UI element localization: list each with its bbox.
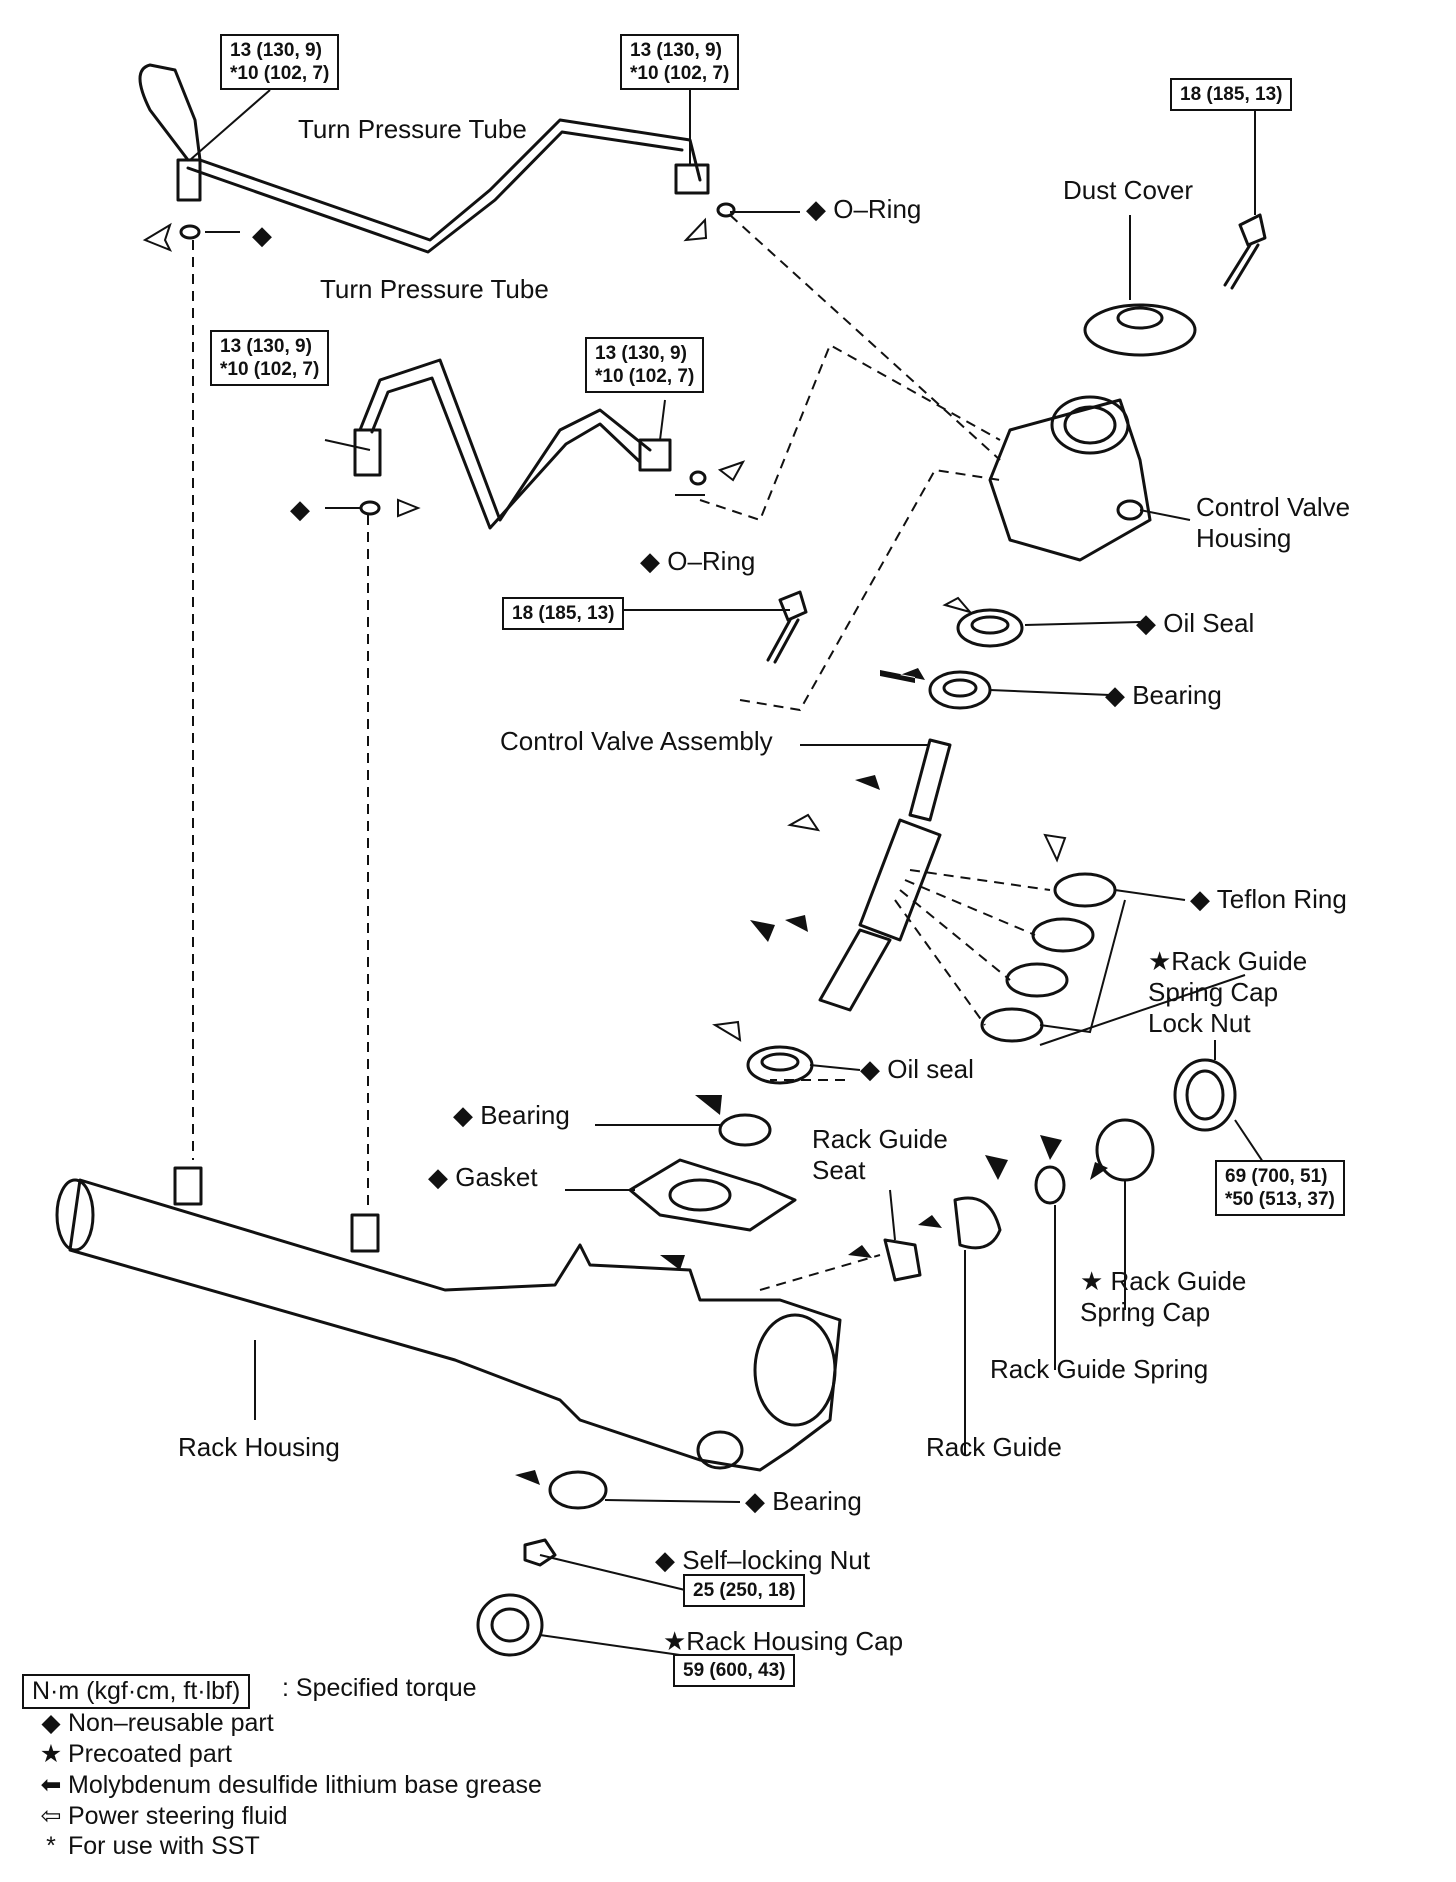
asterisk-icon: * xyxy=(46,1832,56,1860)
fluid-arrow-8 xyxy=(712,1020,742,1042)
torque-lock-nut: 69 (700, 51) *50 (513, 37) xyxy=(1215,1160,1345,1216)
legend-precoated: ★Precoated part xyxy=(34,1739,232,1769)
gasket-drawing xyxy=(628,1158,797,1232)
solid-arrow-icon: ⬅ xyxy=(40,1771,62,1799)
bolt-top-drawing xyxy=(1223,213,1267,290)
grease-arrow-7 xyxy=(918,1215,942,1228)
teflon-ring-3 xyxy=(1005,962,1069,998)
label-bearing-upper: ◆ Bearing xyxy=(1105,680,1222,710)
legend-fluid: ⇦Power steering fluid xyxy=(34,1801,288,1831)
grease-arrow-4 xyxy=(750,920,775,942)
legend-sst: *For use with SST xyxy=(34,1832,260,1861)
grease-arrow-2 xyxy=(855,775,880,790)
rack-guide-drawing xyxy=(953,1196,1002,1250)
grease-arrow-6 xyxy=(848,1245,872,1258)
bolt-mid-drawing xyxy=(766,590,808,664)
label-rack-housing-cap: ★Rack Housing Cap xyxy=(663,1626,904,1656)
label-self-locking-nut: ◆ Self–locking Nut xyxy=(655,1545,871,1575)
grease-arrow-5 xyxy=(695,1095,722,1115)
self-locking-nut-drawing xyxy=(523,1538,557,1567)
label-bearing-lower: ◆ Bearing xyxy=(745,1486,862,1516)
label-o-ring-lower: ◆ O–Ring xyxy=(640,546,756,576)
legend-non-reusable: ◆Non–reusable part xyxy=(34,1708,273,1738)
legend-grease: ⬅Molybdenum desulfide lithium base greas… xyxy=(34,1770,542,1800)
label-dust-cover: Dust Cover xyxy=(1063,175,1194,205)
star-icon: ★ xyxy=(39,1740,63,1768)
turn-pressure-tube-upper xyxy=(138,63,710,254)
grease-arrow-8 xyxy=(985,1155,1008,1180)
torque-bolt-mid: 18 (185, 13) xyxy=(502,597,625,630)
label-teflon-ring: ◆ Teflon Ring xyxy=(1190,884,1347,914)
label-o-ring-upper: ◆ O–Ring xyxy=(806,194,922,224)
label-gasket: ◆ Gasket xyxy=(428,1162,538,1192)
control-valve-housing-drawing xyxy=(988,395,1152,562)
label-rack-guide-seat: Rack Guide Seat xyxy=(812,1124,948,1185)
grease-arrow-3 xyxy=(785,915,808,932)
turn-pressure-tube-lower xyxy=(353,358,672,530)
oil-seal-upper-drawing xyxy=(956,608,1024,648)
rack-guide-spring-drawing xyxy=(1034,1165,1066,1205)
legend-torque-desc: : Specified torque xyxy=(282,1674,477,1702)
torque-tube1-right: 13 (130, 9) *10 (102, 7) xyxy=(620,34,740,90)
label-bearing-middle: ◆ Bearing xyxy=(453,1100,570,1130)
torque-self-locking-nut: 25 (250, 18) xyxy=(683,1574,806,1607)
fluid-arrow-2 xyxy=(683,217,708,242)
label-rack-guide-spring-cap: ★ Rack Guide Spring Cap xyxy=(1080,1266,1247,1327)
label-control-valve-housing: Control Valve Housing xyxy=(1196,492,1351,553)
label-turn-pressure-tube-upper: Turn Pressure Tube xyxy=(298,114,527,144)
label-rack-housing: Rack Housing xyxy=(178,1432,340,1462)
grease-arrow-10 xyxy=(1090,1162,1108,1180)
torque-tube2-left: 13 (130, 9) *10 (102, 7) xyxy=(210,330,330,386)
legend-torque-key: N·m (kgf·cm, ft·lbf) xyxy=(22,1674,251,1709)
teflon-ring-4 xyxy=(980,1007,1044,1043)
torque-tube1-left: 13 (130, 9) *10 (102, 7) xyxy=(220,34,340,90)
grease-arrow-1 xyxy=(880,668,925,683)
control-valve-assembly-drawing xyxy=(818,738,952,1012)
torque-rack-housing-cap: 59 (600, 43) xyxy=(673,1654,796,1687)
bearing-upper-drawing xyxy=(928,670,992,710)
teflon-ring-2 xyxy=(1031,917,1095,953)
diamond-icon: ◆ xyxy=(41,1709,61,1737)
bearing-middle-drawing xyxy=(718,1113,772,1147)
non-reusable-marker-upper: ◆ xyxy=(252,220,272,250)
label-control-valve-assembly: Control Valve Assembly xyxy=(500,726,773,756)
teflon-ring-1 xyxy=(1053,872,1117,908)
lock-nut-drawing xyxy=(1173,1058,1237,1132)
rack-housing-drawing xyxy=(55,1166,842,1472)
bearing-lower-drawing xyxy=(548,1470,608,1510)
label-turn-pressure-tube-lower: Turn Pressure Tube xyxy=(320,274,549,304)
rack-guide-spring-cap-drawing xyxy=(1095,1118,1155,1182)
grease-arrow-9 xyxy=(1040,1135,1062,1160)
label-rack-guide: Rack Guide xyxy=(926,1432,1062,1462)
fluid-arrow-3 xyxy=(717,460,746,482)
non-reusable-marker-lower: ◆ xyxy=(290,494,310,524)
label-rack-guide-spring: Rack Guide Spring xyxy=(990,1354,1209,1384)
grease-arrow-12 xyxy=(515,1470,540,1485)
torque-tube2-right: 13 (130, 9) *10 (102, 7) xyxy=(585,337,705,393)
rack-housing-cap-drawing xyxy=(476,1593,544,1657)
torque-bolt-top: 18 (185, 13) xyxy=(1170,78,1293,111)
label-rack-guide-spring-cap-lock-nut: ★Rack Guide Spring Cap Lock Nut xyxy=(1148,946,1308,1038)
label-oil-seal-lower: ◆ Oil seal xyxy=(860,1054,974,1084)
fluid-arrow-4 xyxy=(397,498,421,518)
fluid-arrow-5 xyxy=(942,596,973,614)
fluid-arrow-7 xyxy=(1043,833,1067,863)
rack-guide-seat-drawing xyxy=(883,1238,922,1282)
dust-cover-drawing xyxy=(1083,303,1197,357)
oil-seal-lower-drawing xyxy=(746,1045,814,1085)
label-oil-seal-upper: ◆ Oil Seal xyxy=(1136,608,1255,638)
outline-arrow-icon: ⇦ xyxy=(40,1802,62,1830)
grease-arrow-11 xyxy=(660,1255,685,1270)
fluid-arrow-1 xyxy=(142,222,173,252)
fluid-arrow-6 xyxy=(787,813,821,832)
